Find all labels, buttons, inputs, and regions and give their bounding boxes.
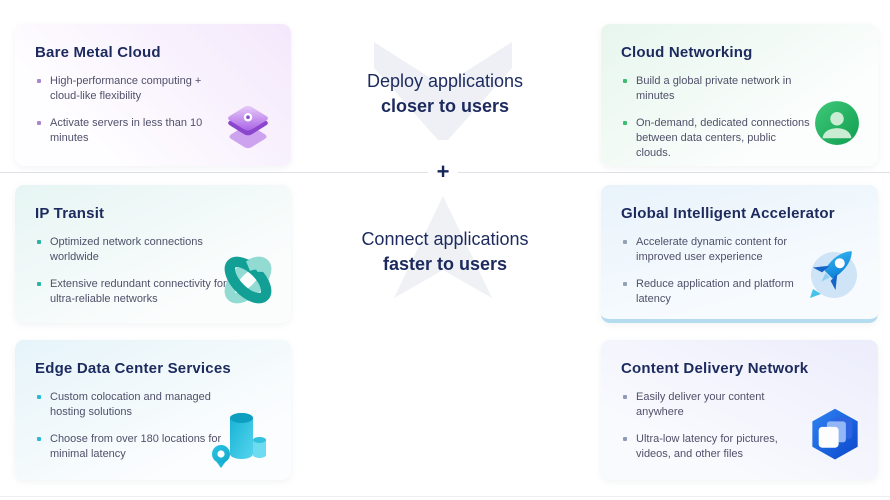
rocket-icon	[800, 241, 864, 305]
connect-heading: Connect applications faster to users	[300, 227, 590, 277]
deploy-heading-line2: closer to users	[380, 96, 510, 116]
bullet-dot	[623, 282, 627, 286]
bullet-text: High-performance computing + cloud-like …	[50, 75, 202, 102]
card-bullet-list: Build a global private network in minute…	[621, 74, 813, 161]
card-title: Cloud Networking	[621, 44, 753, 61]
bullet-dot	[37, 240, 41, 244]
deploy-heading: Deploy applications closer to users	[300, 69, 590, 119]
card-title: Content Delivery Network	[621, 360, 809, 377]
bullet-text: On-demand, dedicated connections between…	[636, 117, 810, 159]
interlocked-loops-icon	[213, 245, 283, 315]
bottom-section-divider	[0, 496, 890, 497]
bullet-item: Ultra-low latency for pictures, videos, …	[621, 432, 813, 462]
bullet-dot	[37, 121, 41, 125]
card-title: IP Transit	[35, 205, 105, 222]
deploy-heading-line1: Deploy applications	[366, 71, 524, 91]
card-edge-data-center-services[interactable]: Edge Data Center Services Custom colocat…	[15, 340, 291, 480]
bullet-text: Activate servers in less than 10 minutes	[50, 117, 203, 144]
card-global-intelligent-accelerator[interactable]: Global Intelligent Accelerator Accelerat…	[601, 185, 878, 323]
bullet-item: Easily deliver your content anywhere	[621, 390, 813, 420]
database-pin-icon	[207, 406, 271, 472]
card-title: Bare Metal Cloud	[35, 44, 161, 61]
bullet-dot	[623, 437, 627, 441]
card-bare-metal-cloud[interactable]: Bare Metal Cloud High-performance comput…	[15, 24, 291, 166]
connect-heading-line2: faster to users	[382, 254, 508, 274]
bullet-dot	[623, 121, 627, 125]
bullet-text: Custom colocation and managed hosting so…	[50, 391, 211, 418]
card-cloud-networking[interactable]: Cloud Networking Build a global private …	[601, 24, 878, 166]
bullet-item: Custom colocation and managed hosting so…	[35, 390, 227, 420]
card-bullet-list: Custom colocation and managed hosting so…	[35, 390, 227, 462]
bullet-text: Build a global private network in minute…	[636, 75, 792, 102]
bullet-text: Optimized network connections worldwide	[50, 236, 203, 263]
bullet-item: Accelerate dynamic content for improved …	[621, 235, 813, 265]
card-bullet-list: Accelerate dynamic content for improved …	[621, 235, 813, 307]
card-bullet-list: Optimized network connections worldwide …	[35, 235, 227, 307]
card-ip-transit[interactable]: IP Transit Optimized network connections…	[15, 185, 291, 323]
card-bullet-list: Easily deliver your content anywhere Ult…	[621, 390, 813, 462]
bullet-text: Ultra-low latency for pictures, videos, …	[636, 433, 778, 460]
bullet-dot	[623, 79, 627, 83]
bullet-dot	[37, 282, 41, 286]
bullet-item: Extensive redundant connectivity for ult…	[35, 277, 227, 307]
card-bullet-list: High-performance computing + cloud-like …	[35, 74, 227, 146]
bullet-dot	[37, 79, 41, 83]
card-title: Edge Data Center Services	[35, 360, 231, 377]
card-title: Global Intelligent Accelerator	[621, 205, 835, 222]
bullet-dot	[37, 395, 41, 399]
bullet-item: Build a global private network in minute…	[621, 74, 813, 104]
bullet-text: Reduce application and platform latency	[636, 278, 794, 305]
card-content-delivery-network[interactable]: Content Delivery Network Easily deliver …	[601, 340, 878, 480]
user-network-icon	[810, 96, 864, 150]
bullet-item: Optimized network connections worldwide	[35, 235, 227, 265]
bullet-item: Choose from over 180 locations for minim…	[35, 432, 227, 462]
bullet-dot	[37, 437, 41, 441]
bullet-item: Activate servers in less than 10 minutes	[35, 116, 227, 146]
bullet-dot	[623, 240, 627, 244]
plus-symbol: +	[428, 158, 458, 186]
bullet-dot	[623, 395, 627, 399]
connect-heading-line1: Connect applications	[361, 229, 529, 249]
bullet-item: High-performance computing + cloud-like …	[35, 74, 227, 104]
bullet-item: Reduce application and platform latency	[621, 277, 813, 307]
bullet-text: Choose from over 180 locations for minim…	[50, 433, 222, 460]
bullet-text: Easily deliver your content anywhere	[636, 391, 765, 418]
bullet-text: Extensive redundant connectivity for ult…	[50, 278, 227, 305]
bullet-item: On-demand, dedicated connections between…	[621, 116, 813, 161]
hexagon-layers-icon	[806, 406, 864, 464]
stacked-layers-icon	[217, 94, 279, 156]
bullet-text: Accelerate dynamic content for improved …	[636, 236, 788, 263]
